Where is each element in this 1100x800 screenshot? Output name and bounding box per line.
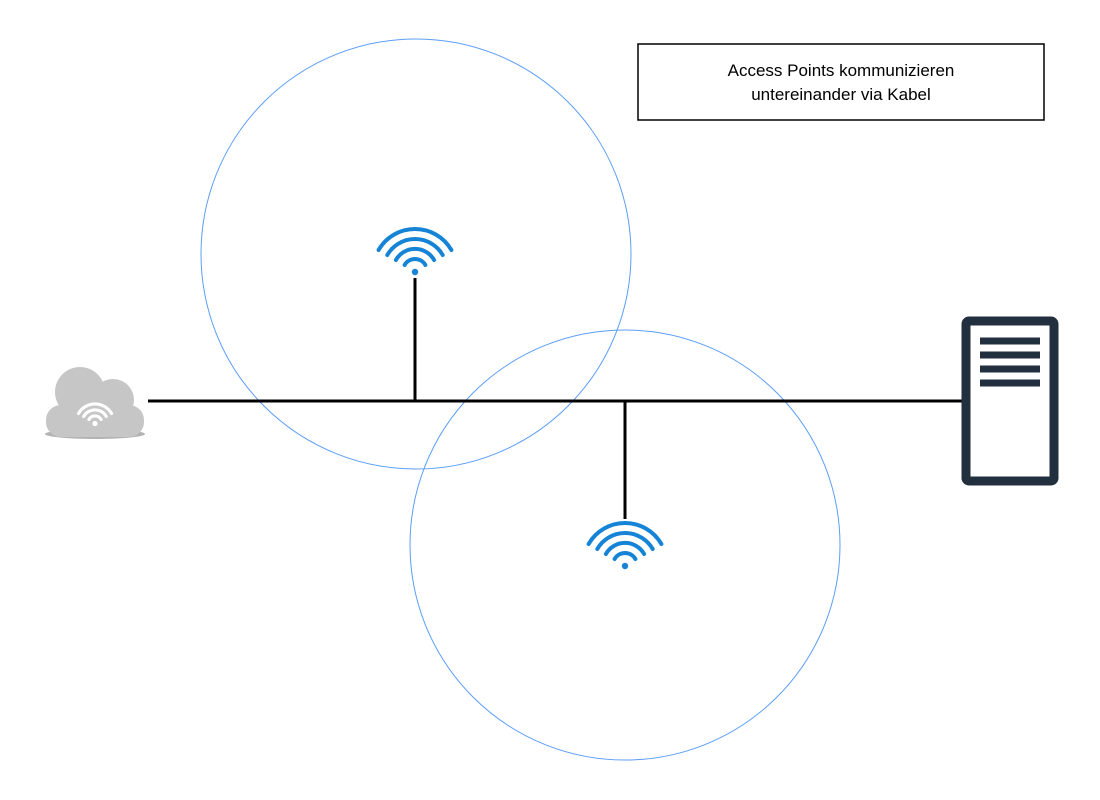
server-body [961,316,1059,486]
internet-cloud-icon [45,367,145,439]
coverage-circle-2 [409,329,841,761]
cloud-wifi-glyph [76,402,114,427]
coverage-circle-1 [200,38,632,470]
annotation-text-line1: Access Points kommunizieren [728,61,955,80]
server-slots [980,337,1040,387]
access-point-2-icon [586,520,664,572]
access-point-1-icon [376,226,454,278]
annotation-box-border [637,43,1045,121]
server-icon [961,316,1059,486]
annotation-text-line2: untereinander via Kabel [751,85,931,104]
annotation-box: Access Points kommunizieren untereinande… [637,43,1045,121]
